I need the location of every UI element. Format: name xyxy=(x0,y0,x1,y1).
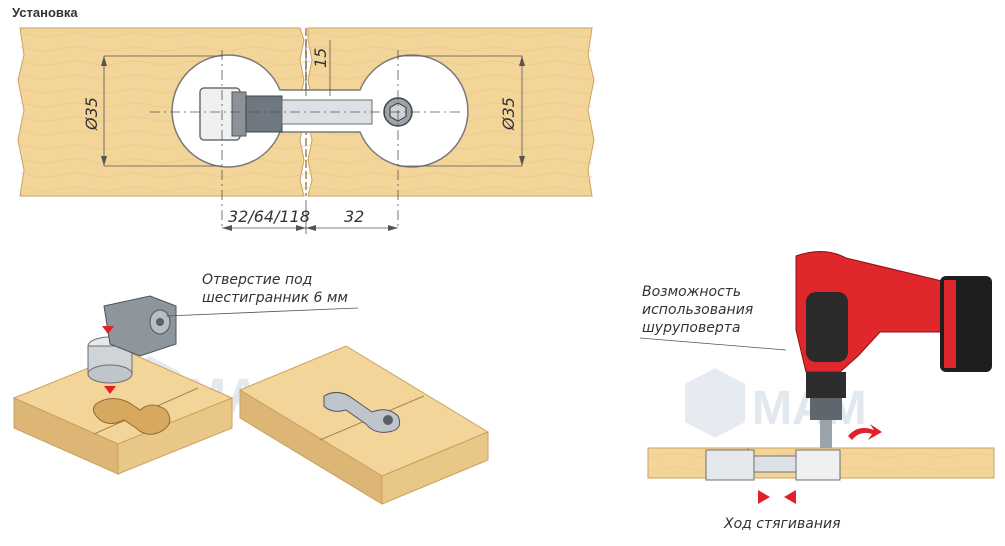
depth-label: 15 xyxy=(311,48,330,68)
spacing-right-label: 32 xyxy=(344,207,364,226)
diameter-left-label: Ø35 xyxy=(82,97,101,131)
stroke-arrow-right-icon xyxy=(784,490,796,504)
screwdriver-annotation-line2: использования xyxy=(642,302,753,318)
rotation-arrow-icon xyxy=(848,424,882,440)
diameter-right-label: Ø35 xyxy=(499,97,518,131)
assembly-illustration: Отверстие под шестигранник 6 мм xyxy=(12,272,490,505)
screwdriver-annotation-line1: Возможность xyxy=(642,284,741,300)
page-title: Установка xyxy=(12,5,78,20)
cam-bolt-3d xyxy=(103,295,177,357)
drill-illustration: Возможность использования шуруповерта Хо… xyxy=(639,251,995,532)
hex-hole-annotation-line1: Отверстие под xyxy=(202,272,312,288)
stroke-annotation: Ход стягивания xyxy=(723,516,841,532)
screwdriver-drill xyxy=(795,251,992,448)
down-arrow-icon-2 xyxy=(104,386,116,394)
top-drawing: Ø35 Ø35 15 32/64/118 32 xyxy=(17,27,595,234)
hex-hole-annotation-line2: шестигранник 6 мм xyxy=(202,290,348,306)
spacing-left-label: 32/64/118 xyxy=(228,207,310,226)
down-arrow-icon xyxy=(102,326,114,334)
stroke-arrow-left-icon xyxy=(758,490,770,504)
screwdriver-annotation-line3: шуруповерта xyxy=(642,320,740,336)
